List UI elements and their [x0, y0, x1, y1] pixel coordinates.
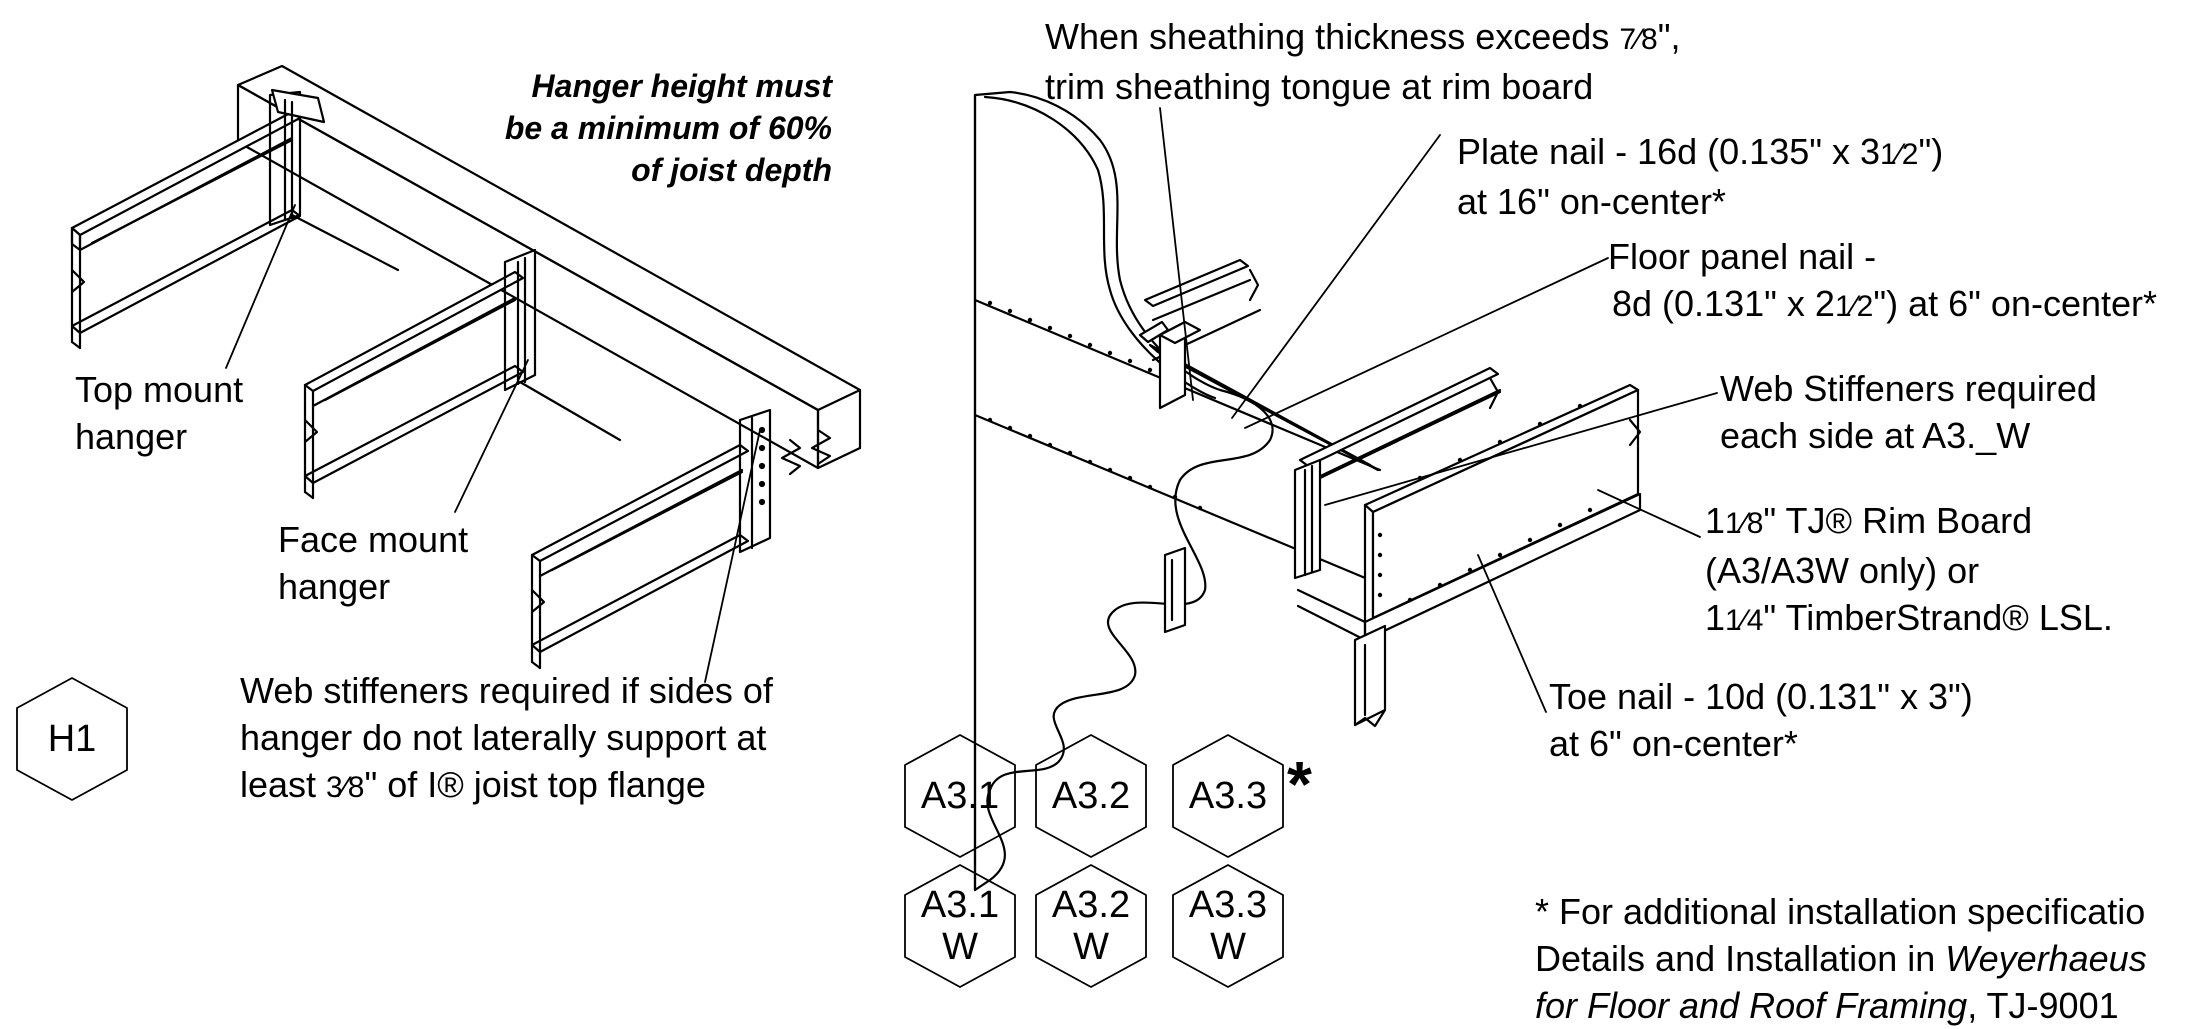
hanger-note-line-2: be a minimum of 60% [504, 110, 832, 146]
toe-nail-line-2: at 6" on-center* [1549, 723, 1798, 764]
plate-nail-line-1b: ") [1918, 131, 1944, 172]
sheathing-note: When sheathing thickness exceeds 7⁄8", t… [1045, 13, 1681, 110]
rim-fraction-2: 1⁄4 [1725, 604, 1764, 637]
toe-nail-line-1: Toe nail - 10d (0.131" x 3") [1549, 676, 1973, 717]
rim-line-1: 11⁄8" TJ® Rim Board [1705, 497, 2113, 547]
badge-a3-1: A3.1 [905, 735, 1015, 857]
web-stiff-line-3a: least [240, 764, 327, 805]
web-stiff-line-1: Web stiffeners required if sides of [240, 670, 773, 711]
badge-a3-3-label: A3.3 [1188, 775, 1268, 817]
web-stiffeners-line-1: Web Stiffeners required [1720, 368, 2097, 409]
badge-a3-2: A3.2 [1036, 735, 1146, 857]
top-mount-line-2: hanger [75, 416, 188, 457]
rim-line-2: (A3/A3W only) or [1705, 550, 1980, 591]
footnote-line-3: for Floor and Roof Framing, TJ-9001 [1535, 982, 2211, 1029]
plate-nail-line-2: at 16" on-center* [1457, 181, 1726, 222]
footnote-line-2a: Details and Installation in [1535, 938, 1946, 979]
floor-nail-line-2: 8d (0.131" x 21⁄2") at 6" on-center* [1612, 280, 2157, 330]
footnote-line-3a: for Floor and Roof Framing [1535, 985, 1968, 1026]
sheathing-fraction: 7⁄8 [1619, 23, 1658, 56]
sheathing-line-2: trim sheathing tongue at rim board [1045, 66, 1594, 107]
floor-nail-line-1: Floor panel nail - [1608, 236, 1877, 277]
hanger-note-line-3: of joist depth [631, 152, 832, 188]
face-mount-hanger-label: Face mount hanger [278, 516, 468, 610]
floor-nail-fraction: 1⁄2 [1834, 290, 1874, 323]
footnote-line-2: Details and Installation in Weyerhaeus [1535, 935, 2211, 982]
badge-a3-3w-sub: W [1210, 926, 1246, 968]
rim-line-3a: 1 [1705, 597, 1726, 638]
left-leader-lines [225, 204, 761, 683]
badge-a3-1w-sub: W [942, 926, 978, 968]
badge-a3-3: A3.3 [1173, 735, 1283, 857]
badge-shapes [16, 677, 1284, 988]
footnote-line-1: * For additional installation specificat… [1535, 891, 2146, 932]
footnote-line-3b: , TJ-9001 [1967, 985, 2119, 1026]
web-stiffeners-required-note: Web Stiffeners required each side at A3.… [1720, 365, 2097, 459]
sheathing-line-1b: ", [1657, 16, 1681, 57]
rim-board-note: 11⁄8" TJ® Rim Board (A3/A3W only) or 11⁄… [1705, 497, 2113, 644]
left-beam [236, 64, 862, 476]
web-stiffener-note: Web stiffeners required if sides of hang… [240, 667, 773, 811]
badge-h1: H1 [17, 678, 127, 800]
badge-a3-2w-label: A3.2 [1051, 884, 1131, 926]
floor-panel-nail-note: Floor panel nail - 8d (0.131" x 21⁄2") a… [1608, 233, 2157, 330]
badge-a3-2-label: A3.2 [1051, 775, 1131, 817]
face-mount-line-2: hanger [278, 566, 391, 607]
left-joist-2 [290, 213, 537, 500]
toe-nail-note: Toe nail - 10d (0.131" x 3") at 6" on-ce… [1549, 673, 1973, 767]
sheathing-line-1a: When sheathing thickness exceeds [1045, 16, 1620, 57]
right-leader-lines [1159, 107, 1718, 713]
web-stiff-line-2: hanger do not laterally support at [240, 717, 767, 758]
badge-a3-1-label: A3.1 [920, 775, 1000, 817]
web-stiff-line-3: least 3⁄8" of I® joist top flange [240, 761, 773, 811]
top-mount-line-1: Top mount [75, 369, 244, 410]
rim-line-1a: 1 [1705, 500, 1726, 541]
floor-nail-line-2a: 8d (0.131" x 2 [1612, 283, 1835, 324]
plate-nail-note: Plate nail - 16d (0.135" x 31⁄2") at 16"… [1457, 128, 1943, 225]
rim-line-3b: " TimberStrand® LSL. [1763, 597, 2113, 638]
plate-nail-fraction: 1⁄2 [1880, 138, 1919, 171]
hanger-height-note: Hanger height must be a minimum of 60% o… [420, 65, 832, 191]
badge-a3-2w-sub: W [1073, 926, 1109, 968]
rim-line-1b: " TJ® Rim Board [1763, 500, 2033, 541]
web-stiffeners-line-2: each side at A3._W [1720, 415, 2031, 456]
web-stiff-line-3b: " of I® joist top flange [364, 764, 706, 805]
sheathing-line-1: When sheathing thickness exceeds 7⁄8", [1045, 13, 1681, 63]
top-mount-hanger-label: Top mount hanger [75, 366, 243, 460]
asterisk-mark: * [1287, 748, 1312, 820]
plate-nail-line-1a: Plate nail - 16d (0.135" x 3 [1457, 131, 1881, 172]
floor-nail-line-2b: ") at 6" on-center* [1873, 283, 2158, 324]
web-stiff-fraction: 3⁄8 [326, 771, 365, 804]
face-mount-line-1: Face mount [278, 519, 469, 560]
badge-a3-3w-label: A3.3 [1188, 884, 1268, 926]
right-framing [1138, 258, 1642, 728]
left-joist-1 [70, 88, 326, 350]
footnote-line-2b: Weyerhaeus [1945, 938, 2147, 979]
rim-fraction-1: 1⁄8 [1725, 507, 1764, 540]
rim-line-3: 11⁄4" TimberStrand® LSL. [1705, 594, 2113, 644]
installation-footnote: * For additional installation specificat… [1535, 888, 2211, 1029]
hanger-note-line-1: Hanger height must [531, 68, 832, 104]
left-joist-3 [518, 380, 772, 670]
badge-a3-1w-label: A3.1 [920, 884, 1000, 926]
badge-h1-label: H1 [47, 718, 97, 760]
plate-nail-line-1: Plate nail - 16d (0.135" x 31⁄2") [1457, 128, 1943, 178]
